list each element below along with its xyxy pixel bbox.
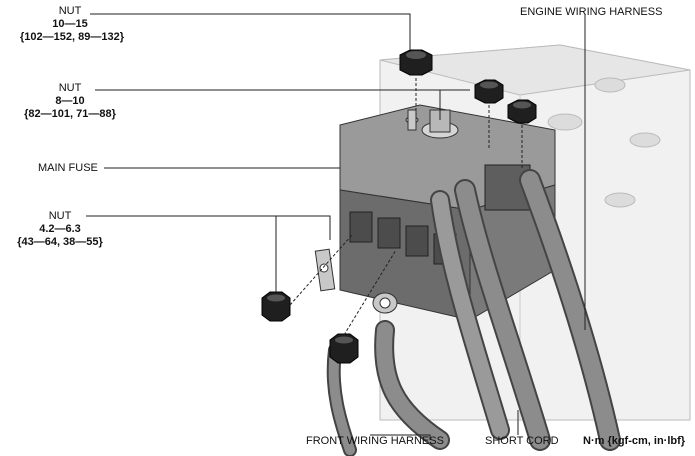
nut-low-right-icon [329,333,359,364]
nut-low-torque: 4.2—6.3 [39,223,81,235]
nut-low-left-icon [261,291,291,322]
nut-top-icon [399,49,433,76]
nut-top-callout: NUT 10—15 {102—152, 89—132} [20,5,124,44]
short-cord-label: SHORT CORD [485,435,559,447]
front-wiring-harness-label: FRONT WIRING HARNESS [306,435,444,447]
main-fuse-label: MAIN FUSE [38,162,98,174]
nut-mid-alt: {82—101, 71—88} [24,108,116,120]
engine-wiring-harness-label: ENGINE WIRING HARNESS [520,6,663,18]
nut-top-torque: 10—15 [52,18,88,30]
nut-mid-name: NUT [58,82,82,94]
nut-mid-right-icon [507,99,537,124]
nut-low-alt: {43—64, 38—55} [17,236,103,248]
battery-cap [547,77,661,208]
nut-mid-callout: NUT 8—10 {82—101, 71—88} [20,82,120,121]
nut-low-callout: NUT 4.2—6.3 {43—64, 38—55} [10,210,110,249]
nut-top-alt: {102—152, 89—132} [20,31,124,43]
nut-low-name: NUT [48,210,72,222]
units-label: N·m {kgf-cm, in·lbf} [583,435,686,447]
assembly-guides [289,78,523,336]
nut-mid-left-icon [474,79,504,104]
leader-lines [86,13,586,440]
nut-top-name: NUT [58,5,82,17]
cables [326,169,621,456]
nut-mid-torque: 8—10 [55,95,85,107]
